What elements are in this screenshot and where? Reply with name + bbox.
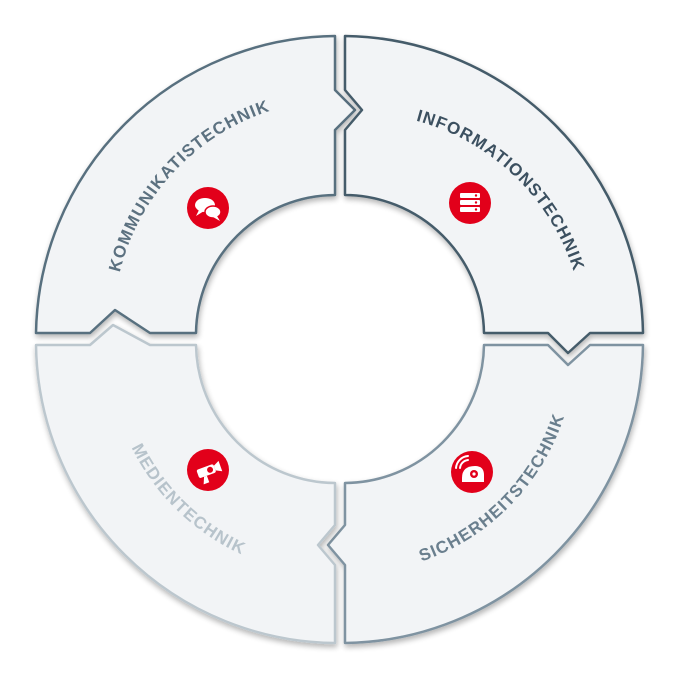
server-stack-icon bbox=[449, 182, 491, 224]
segment-shape-sicherheit bbox=[326, 343, 645, 645]
segment-kommunikationstechnik[interactable]: KOMMUNIKATISTECHNIK bbox=[34, 34, 357, 335]
security-camera-icon bbox=[451, 451, 493, 493]
segment-medientechnik[interactable]: MEDIENTECHNIK bbox=[34, 323, 337, 645]
segment-shape-information bbox=[343, 34, 645, 355]
segment-shape-kommunikation bbox=[34, 34, 357, 335]
segment-shape-medien bbox=[34, 323, 337, 645]
segment-informationstechnik[interactable]: INFORMATIONSTECHNIK bbox=[343, 34, 645, 355]
speech-bubbles-icon bbox=[187, 187, 229, 229]
segment-sicherheitstechnik[interactable]: SICHERHEITSTECHNIK bbox=[326, 343, 645, 645]
projector-icon bbox=[187, 449, 229, 491]
